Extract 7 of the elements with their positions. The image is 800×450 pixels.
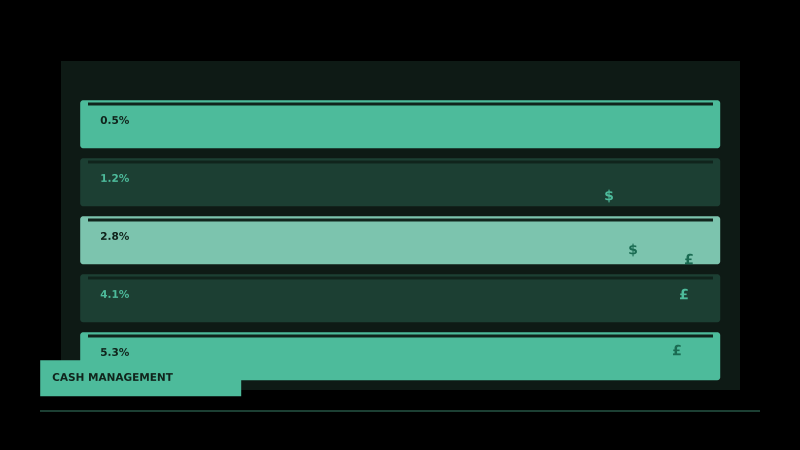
- currency-symbol: $: [629, 244, 637, 256]
- tab-label: CASH MANAGEMENT: [40, 360, 242, 396]
- currency-symbol: $: [605, 190, 613, 202]
- currency-symbol: £: [673, 344, 681, 356]
- currency-symbol: £: [685, 254, 693, 264]
- bar: 0.5%: [80, 100, 720, 148]
- currency-symbol: £: [680, 288, 688, 300]
